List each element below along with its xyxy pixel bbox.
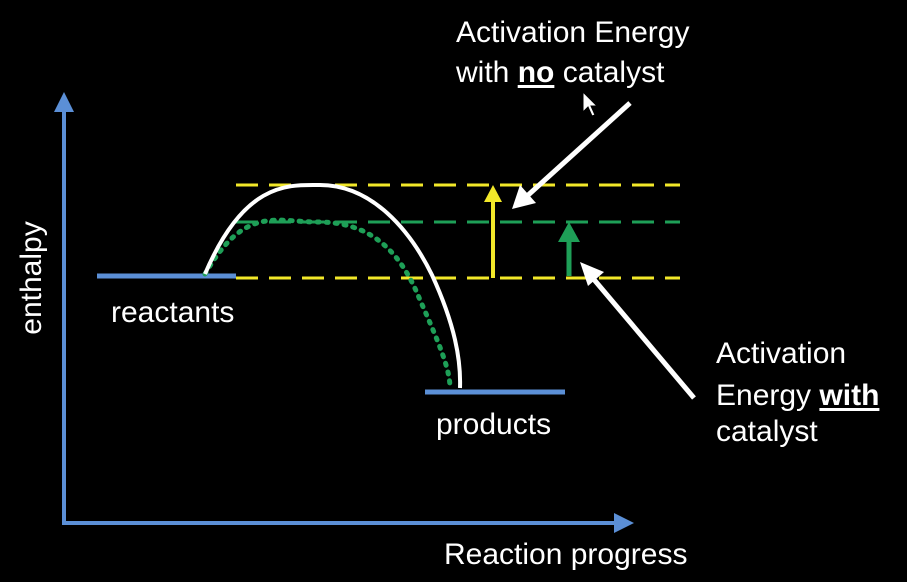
y-axis-arrowhead [54,92,74,112]
callout-with-catalyst: Activation Energy with catalyst [716,337,879,449]
callout-with-catalyst-line2: Energy with [716,379,879,413]
callout-no-catalyst-line2: with no catalyst [456,56,689,90]
ea-with-catalyst-arrowhead [558,222,580,242]
curve-with-catalyst [202,217,453,391]
callout-no-catalyst-arrow [524,101,632,199]
callout-no-catalyst: Activation Energy with no catalyst [456,16,689,90]
reactants-label: reactants [111,296,235,329]
callout-with-catalyst-line1: Activation [716,337,847,370]
callout-no-emphasis: no [517,56,555,89]
callout-with-catalyst-line3: catalyst [716,415,818,448]
callout-with-catalyst-energy: Energy [716,379,812,412]
curve-no-catalyst [203,182,463,389]
callout-no-catalyst-with: with [456,56,510,89]
ea-no-catalyst-arrowhead [484,185,502,202]
callout-with-catalyst-arrowhead [580,262,604,286]
callout-no-catalyst-arrowhead [512,185,536,209]
x-axis-label: Reaction progress [444,538,688,571]
callout-with-catalyst-arrow [589,274,696,400]
callout-no-catalyst-word: catalyst [562,56,665,89]
callout-no-catalyst-line1: Activation Energy [456,16,690,49]
callout-with-emphasis: with [819,379,880,412]
products-label: products [436,408,552,441]
x-axis-arrowhead [614,513,634,533]
mouse-cursor-icon [582,90,599,117]
y-axis-label: enthalpy [15,221,48,335]
